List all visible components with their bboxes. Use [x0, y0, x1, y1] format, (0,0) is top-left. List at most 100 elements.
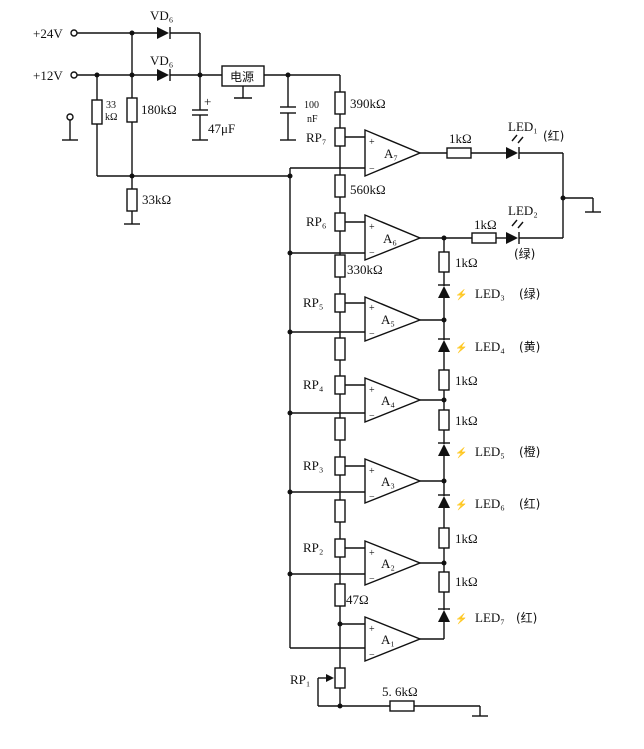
label-a3: A₃ [381, 474, 395, 489]
label-led2-color: (绿) [514, 246, 535, 261]
label-led7-color: (红) [516, 610, 537, 625]
resistor-out7 [446, 147, 472, 159]
led3 [438, 286, 450, 298]
label-12v: +12V [33, 68, 63, 83]
opamp-a2: + − A₂ [345, 539, 444, 587]
label-vd-top: VD₆ [150, 8, 173, 23]
label-out6: 1kΩ [474, 217, 497, 232]
svg-text:⚡: ⚡ [455, 288, 467, 301]
resistor-47 [334, 583, 346, 607]
resistor-390k [334, 91, 346, 115]
label-led2: LED₂ [508, 203, 538, 218]
resistor-out6 [471, 232, 497, 244]
svg-text:⚡: ⚡ [455, 341, 467, 354]
pot-rp1 [334, 667, 346, 689]
label-24v: +24V [33, 26, 63, 41]
opamp-a3: + − A₃ [345, 457, 444, 505]
label-led-r5: 1kΩ [455, 574, 478, 589]
output-led1-branch: 1kΩ LED₁ (红) [446, 119, 564, 159]
label-a5: A₅ [381, 312, 395, 327]
svg-text:+: + [369, 385, 375, 396]
test-terminal [66, 113, 74, 121]
led5 [438, 444, 450, 456]
label-led6-color: (红) [519, 496, 540, 511]
led2 [506, 232, 518, 244]
pot-rp2 [334, 538, 346, 558]
label-a4: A₄ [381, 393, 395, 408]
resistor-330k [334, 254, 346, 278]
svg-text:−: − [369, 248, 375, 259]
label-a1: A₁ [381, 632, 395, 647]
label-led-r2: 1kΩ [455, 373, 478, 388]
terminal-12v [70, 71, 78, 79]
label-out7: 1kΩ [449, 131, 472, 146]
resistor-ladder-4 [334, 417, 346, 441]
led1 [506, 147, 518, 159]
label-a7: A₇ [384, 146, 398, 161]
svg-text:−: − [369, 329, 375, 340]
pot-rp3 [334, 456, 346, 476]
label-r47: 47Ω [346, 592, 369, 607]
right-ground [560, 153, 601, 238]
resistor-ladder-3 [334, 499, 346, 523]
label-led7: LED₇ [475, 610, 505, 625]
resistor-ladder: 390kΩ 560kΩ 330kΩ 47Ω [290, 75, 488, 717]
resistor-led-4 [438, 527, 450, 549]
resistor-180k [126, 97, 138, 123]
led7 [438, 610, 450, 622]
label-led5-color: (橙) [519, 444, 540, 459]
label-a6: A₆ [383, 231, 397, 246]
svg-text:−: − [369, 164, 375, 175]
label-led1: LED₁ [508, 119, 538, 134]
opamp-a6: + − A₆ [345, 213, 472, 262]
label-rp5: RP₅ [303, 295, 323, 310]
label-rp2: RP₂ [303, 540, 323, 555]
label-r33k: 33kΩ [142, 192, 171, 207]
svg-text:⚡: ⚡ [455, 498, 467, 511]
label-led5: LED₅ [475, 444, 505, 459]
label-rp6: RP₆ [306, 214, 326, 229]
label-r33-b: kΩ [105, 112, 117, 123]
svg-text:+: + [369, 303, 375, 314]
label-led-r1: 1kΩ [455, 255, 478, 270]
label-c2-a: 100 [304, 100, 319, 111]
opamp-a4: + − A₄ [345, 376, 444, 424]
pot-rp7 [334, 127, 346, 147]
opamp-a5: + − A₅ [345, 295, 444, 343]
label-c1-plus: + [204, 94, 211, 109]
svg-text:⚡: ⚡ [455, 446, 467, 459]
resistor-led-2 [438, 369, 450, 391]
label-led1-color: (红) [543, 128, 564, 143]
svg-text:−: − [369, 411, 375, 422]
label-power-module: 电源 [230, 70, 254, 84]
label-r390: 390kΩ [350, 96, 386, 111]
resistor-5-6k [389, 700, 415, 712]
svg-text:−: − [369, 492, 375, 503]
svg-text:+: + [369, 137, 375, 148]
pot-rp4 [334, 375, 346, 395]
svg-text:⚡: ⚡ [455, 612, 467, 625]
label-r33-a: 33 [106, 100, 116, 111]
label-r560: 560kΩ [350, 182, 386, 197]
svg-text:+: + [369, 466, 375, 477]
terminal-24v [70, 29, 78, 37]
label-led4-color: (黄) [519, 340, 540, 354]
svg-text:+: + [369, 624, 375, 635]
svg-text:−: − [369, 650, 375, 661]
led-chain: 1kΩ ⚡ LED₃ (绿) ⚡ LED₄ (黄) 1kΩ 1kΩ ⚡ LED₅… [438, 238, 540, 639]
opamp-a1: + − A₁ [337, 615, 444, 663]
resistor-led-1 [438, 251, 450, 273]
led4 [438, 340, 450, 352]
resistor-ladder-5 [334, 337, 346, 361]
label-rp3: RP₃ [303, 458, 323, 473]
label-led6: LED₆ [475, 496, 505, 511]
svg-text:+: + [369, 222, 375, 233]
diode-vd-top [157, 27, 169, 39]
resistor-560k [334, 174, 346, 198]
output-led2-branch: 1kΩ LED₂ (绿) [441, 203, 563, 261]
resistor-led-5 [438, 571, 450, 593]
pot-rp5 [334, 293, 346, 313]
resistor-led-3 [438, 409, 450, 431]
label-led3: LED₃ [475, 286, 505, 301]
